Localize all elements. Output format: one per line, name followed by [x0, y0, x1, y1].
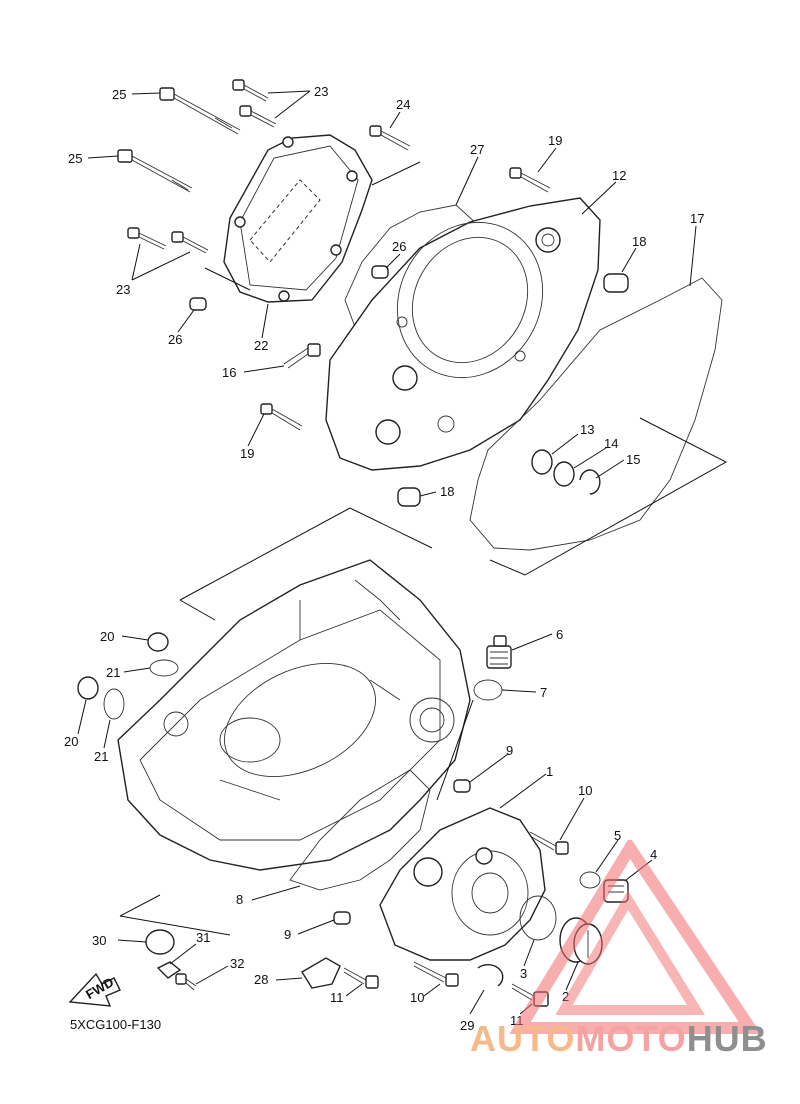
callout-15: 15 [626, 452, 640, 467]
bolt-10-lower [413, 961, 459, 987]
callout-30: 30 [92, 933, 106, 948]
callout-1: 1 [546, 764, 553, 779]
gasket-7 [473, 679, 503, 701]
holder-28 [301, 957, 341, 989]
bolt-25-bottom [117, 149, 193, 193]
callout-25-bottom: 25 [68, 151, 82, 166]
watermark-part2: MOTO [575, 1018, 687, 1059]
callout-7: 7 [540, 685, 547, 700]
callout-26-left: 26 [168, 332, 182, 347]
callout-12: 12 [612, 168, 626, 183]
bolt-10-right [529, 831, 569, 855]
dowel-26-right [371, 265, 389, 279]
callout-19-bottom: 19 [240, 446, 254, 461]
callout-10-right: 10 [578, 783, 592, 798]
callout-18-top: 18 [632, 234, 646, 249]
clamp-29 [477, 964, 504, 987]
callout-20-top: 20 [100, 629, 114, 644]
callout-9-top: 9 [506, 743, 513, 758]
washer-14 [553, 461, 575, 487]
callout-26-right: 26 [392, 239, 406, 254]
callout-21-top: 21 [106, 665, 120, 680]
callout-28: 28 [254, 972, 268, 987]
leader-lines [77, 90, 697, 1015]
bolt-24 [369, 125, 411, 151]
drain-plug-6 [486, 635, 512, 669]
callout-16: 16 [222, 365, 236, 380]
callout-27: 27 [470, 142, 484, 157]
dowel-20-upper [147, 632, 169, 652]
bolt-16 [283, 343, 321, 369]
dowel-9-lower [333, 911, 351, 925]
bolt-32 [175, 973, 197, 991]
callout-21-bottom: 21 [94, 749, 108, 764]
callout-5: 5 [614, 828, 621, 843]
callout-6: 6 [556, 627, 563, 642]
dowel-26-left [189, 297, 207, 311]
callout-18-bottom: 18 [440, 484, 454, 499]
o-ring-21-lower [103, 688, 125, 720]
bolt-19-upper [509, 167, 551, 193]
callout-22: 22 [254, 338, 268, 353]
clutch-cover-22 [223, 134, 373, 303]
oil-seal-30 [145, 929, 175, 955]
callout-17: 17 [690, 211, 704, 226]
gasket-8 [289, 769, 431, 891]
bolt-19-lower [260, 403, 303, 431]
callout-11-left: 11 [330, 990, 344, 1005]
dowel-18-lower [397, 487, 421, 507]
callout-19-top: 19 [548, 133, 562, 148]
callout-24: 24 [396, 97, 410, 112]
callout-3: 3 [520, 966, 527, 981]
watermark-triangle-logo [510, 840, 760, 1034]
dowel-18-upper [603, 273, 629, 293]
oil-seal-13 [531, 449, 553, 475]
crankcase-assembly [77, 507, 512, 871]
bolts-23 [127, 79, 277, 254]
bracket-31 [156, 961, 182, 979]
callout-14: 14 [604, 436, 618, 451]
callout-2: 2 [562, 989, 569, 1004]
o-ring-3 [519, 895, 557, 941]
fwd-arrow-icon [68, 972, 121, 1007]
crankcase-cover-12 [325, 197, 601, 471]
callout-8: 8 [236, 892, 243, 907]
callout-20-bottom: 20 [64, 734, 78, 749]
callout-23-top: 23 [314, 84, 328, 99]
gasket-5 [579, 871, 601, 889]
upper-cover-assembly [117, 79, 728, 576]
callout-numbers: 25 23 24 19 27 12 25 26 18 17 23 26 22 1… [64, 84, 704, 1033]
callout-4: 4 [650, 847, 657, 862]
callout-13: 13 [580, 422, 594, 437]
o-ring-21-upper [149, 659, 179, 677]
diagram-code: 5XCG100-F130 [70, 1017, 162, 1032]
callout-25-top: 25 [112, 87, 126, 102]
callout-31: 31 [196, 930, 210, 945]
dowel-20-lower [77, 676, 99, 700]
watermark-part3: HUB [686, 1018, 768, 1059]
bolt-11-left [343, 967, 379, 989]
callout-23-bottom: 23 [116, 282, 130, 297]
watermark-part1: AUTO [470, 1018, 576, 1059]
circlip-15 [579, 469, 601, 495]
gasket-17 [469, 277, 723, 551]
callout-9-bottom: 9 [284, 927, 291, 942]
watermark-text: AUTOMOTOHUB [470, 1018, 768, 1060]
callout-29: 29 [460, 1018, 474, 1033]
bolt-25-top [159, 87, 241, 135]
cover-1 [379, 807, 546, 961]
dowel-9-upper [453, 779, 471, 793]
callout-10-bottom: 10 [410, 990, 424, 1005]
callout-32: 32 [230, 956, 244, 971]
